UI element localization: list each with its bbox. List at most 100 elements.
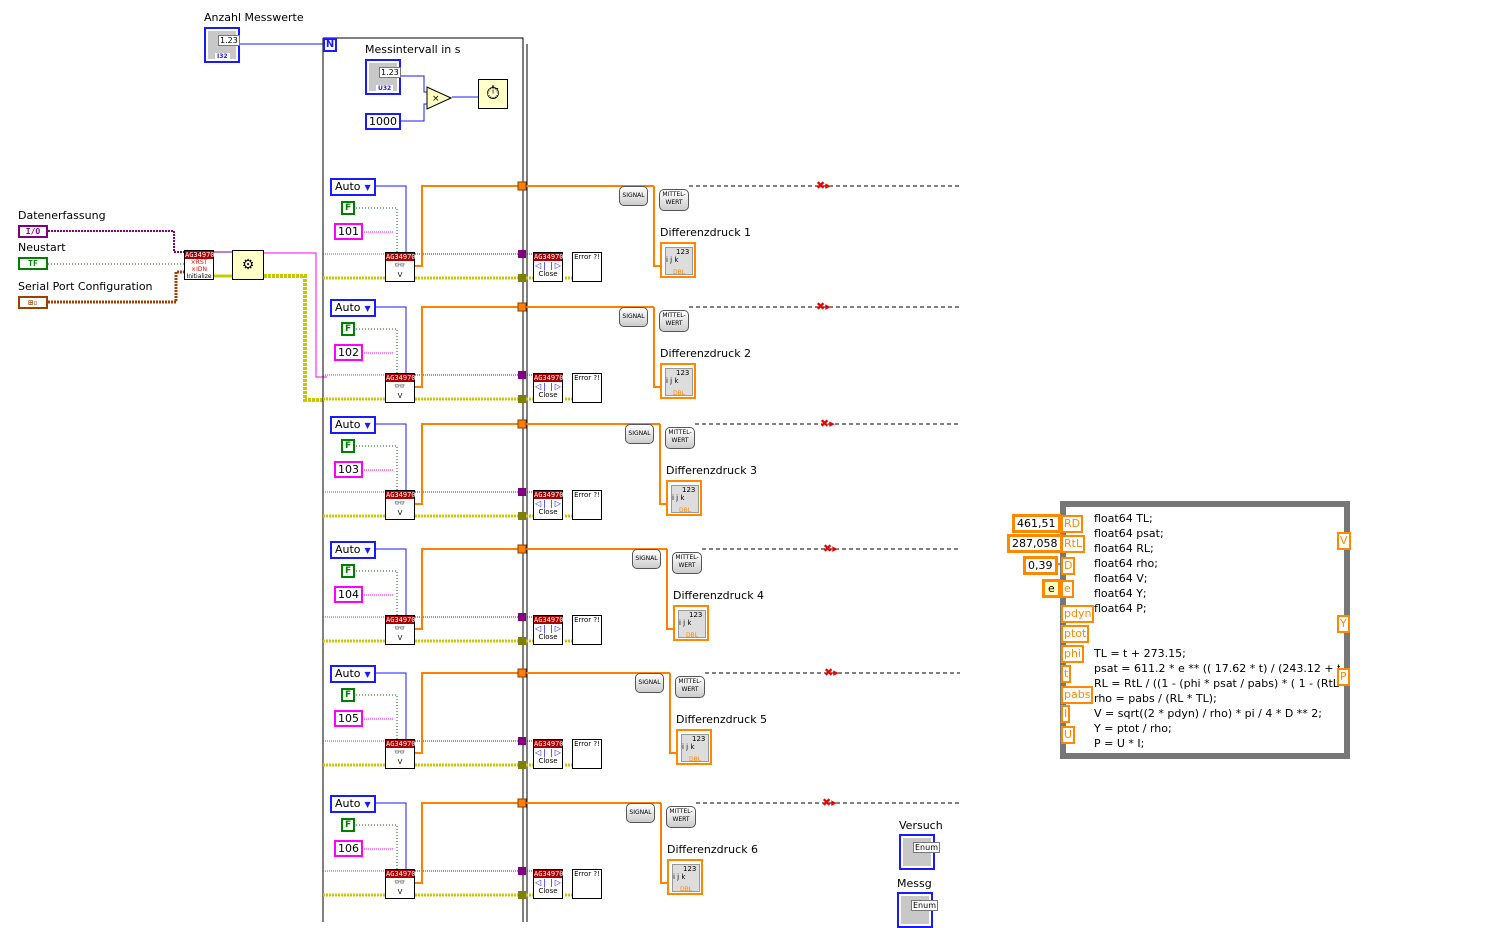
formula-output-p[interactable]: P — [1337, 668, 1350, 686]
formula-input-ptot[interactable]: ptot — [1061, 625, 1090, 643]
formula-input-pabs[interactable]: pabs — [1061, 686, 1094, 704]
read-node[interactable]: AG34970👓V — [385, 615, 416, 645]
error-handler-node[interactable]: Error ?! — [572, 615, 602, 645]
channel-constant[interactable]: 106 — [334, 840, 363, 857]
mittelwert-node[interactable]: MITTEL-WERT — [659, 310, 689, 332]
channel-constant[interactable]: 103 — [334, 461, 363, 478]
read-node[interactable]: AG34970👓V — [385, 490, 416, 520]
instrument-name: AG34970 — [386, 616, 416, 624]
read-node[interactable]: AG34970👓V — [385, 869, 416, 899]
constant-rd[interactable]: 461,51 — [1012, 514, 1061, 533]
boolean-constant[interactable]: F — [341, 439, 356, 453]
neustart-control[interactable]: TF — [18, 257, 48, 270]
type-label: U32 — [376, 85, 394, 92]
boolean-constant[interactable]: F — [341, 564, 356, 578]
mode-wire — [373, 185, 407, 252]
close-node[interactable]: AG34970◁❘❘▷Close — [533, 869, 564, 899]
boolean-constant[interactable]: F — [341, 688, 356, 702]
formula-output-v[interactable]: V — [1337, 532, 1351, 550]
formula-input-t[interactable]: t — [1061, 665, 1072, 683]
close-node[interactable]: AG34970◁❘❘▷Close — [533, 373, 564, 403]
constant-d[interactable]: 0,39 — [1023, 556, 1058, 575]
mittelwert-node[interactable]: MITTEL-WERT — [665, 427, 695, 449]
signal-node[interactable]: SIGNAL — [626, 803, 655, 823]
constant-e[interactable]: e — [1042, 579, 1061, 598]
versuch-control[interactable]: Enum — [899, 834, 940, 870]
error-handler-node[interactable]: Error ?! — [572, 490, 602, 520]
signal-node[interactable]: SIGNAL — [619, 307, 648, 327]
close-node[interactable]: AG34970◁❘❘▷Close — [533, 739, 564, 769]
messg-control[interactable]: Enum — [897, 892, 938, 928]
error-handler-node[interactable]: Error ?! — [572, 739, 602, 769]
multiply-node[interactable]: × — [426, 86, 452, 110]
constant-rtl[interactable]: 287,058 — [1007, 534, 1063, 553]
read-node[interactable]: AG34970👓V — [385, 252, 416, 282]
tunnel — [518, 613, 526, 621]
formula-output-y[interactable]: Y — [1337, 615, 1350, 633]
boolean-constant[interactable]: F — [341, 201, 356, 215]
multiplier-constant[interactable]: 1000 — [365, 113, 401, 130]
mode-ring-constant[interactable]: Auto▼ — [330, 795, 376, 813]
property-node-icon[interactable]: ⚙ — [232, 250, 264, 280]
read-node[interactable]: AG34970👓V — [385, 739, 416, 769]
mittelwert-node[interactable]: MITTEL-WERT — [672, 552, 702, 574]
error-handler-node[interactable]: Error ?! — [572, 869, 602, 899]
formula-input-pdyn[interactable]: pdyn — [1061, 605, 1095, 623]
mode-ring-constant[interactable]: Auto▼ — [330, 299, 376, 317]
formula-input-e[interactable]: e — [1061, 580, 1074, 598]
mode-ring-constant[interactable]: Auto▼ — [330, 416, 376, 434]
mode-ring-constant[interactable]: Auto▼ — [330, 541, 376, 559]
error-handler-node[interactable]: Error ?! — [572, 252, 602, 282]
formula-node[interactable]: float64 TL;float64 psat;float64 RL;float… — [1060, 501, 1350, 759]
formula-input-i[interactable]: I — [1061, 705, 1071, 723]
mode-ring-constant[interactable]: Auto▼ — [330, 178, 376, 196]
formula-input-d[interactable]: D — [1061, 557, 1076, 575]
data-wire — [415, 185, 654, 267]
indicator-index: i j k — [672, 494, 685, 502]
mittelwert-node[interactable]: MITTEL-WERT — [659, 189, 689, 211]
broken-wire-x-icon: ✖▸ — [816, 300, 831, 313]
close-node[interactable]: AG34970◁❘❘▷Close — [533, 490, 564, 520]
formula-text[interactable]: float64 TL;float64 psat;float64 RL;float… — [1094, 511, 1340, 751]
signal-node[interactable]: SIGNAL — [635, 673, 664, 693]
signal-node[interactable]: SIGNAL — [632, 549, 661, 569]
mode-ring-constant[interactable]: Auto▼ — [330, 665, 376, 683]
boolean-constant[interactable]: F — [341, 322, 356, 336]
read-node[interactable]: AG34970👓V — [385, 373, 416, 403]
channel-constant[interactable]: 104 — [334, 586, 363, 603]
datenerfassung-control[interactable]: I/O — [18, 225, 48, 238]
formula-input-u[interactable]: U — [1061, 726, 1076, 744]
loop-count-terminal[interactable]: N — [323, 38, 337, 52]
channel-constant[interactable]: 102 — [334, 344, 363, 361]
formula-input-rtl[interactable]: RtL — [1061, 535, 1086, 553]
channel-constant[interactable]: 105 — [334, 710, 363, 727]
close-node[interactable]: AG34970◁❘❘▷Close — [533, 252, 564, 282]
signal-node[interactable]: SIGNAL — [625, 424, 654, 444]
voltage-label: V — [397, 888, 403, 896]
mittelwert-node[interactable]: MITTEL-WERT — [675, 676, 705, 698]
close-node[interactable]: AG34970◁❘❘▷Close — [533, 615, 564, 645]
boolean-constant[interactable]: F — [341, 818, 356, 832]
error-handler-node[interactable]: Error ?! — [572, 373, 602, 403]
mittelwert-node[interactable]: MITTEL-WERT — [666, 806, 696, 828]
channel-constant[interactable]: 101 — [334, 223, 363, 240]
wait-ms-metronome-icon[interactable]: ⏱ — [478, 79, 508, 109]
broken-wire-x-icon: ✖▸ — [822, 796, 837, 809]
formula-input-phi[interactable]: phi — [1061, 645, 1085, 663]
serial-port-control[interactable]: ⊞▫ — [18, 296, 48, 309]
signal-node[interactable]: SIGNAL — [619, 186, 648, 206]
data-wire — [653, 307, 660, 388]
formula-line — [1094, 631, 1340, 646]
tunnel — [517, 181, 527, 191]
formula-input-rd[interactable]: RD — [1061, 515, 1084, 533]
tunnel — [518, 371, 526, 379]
